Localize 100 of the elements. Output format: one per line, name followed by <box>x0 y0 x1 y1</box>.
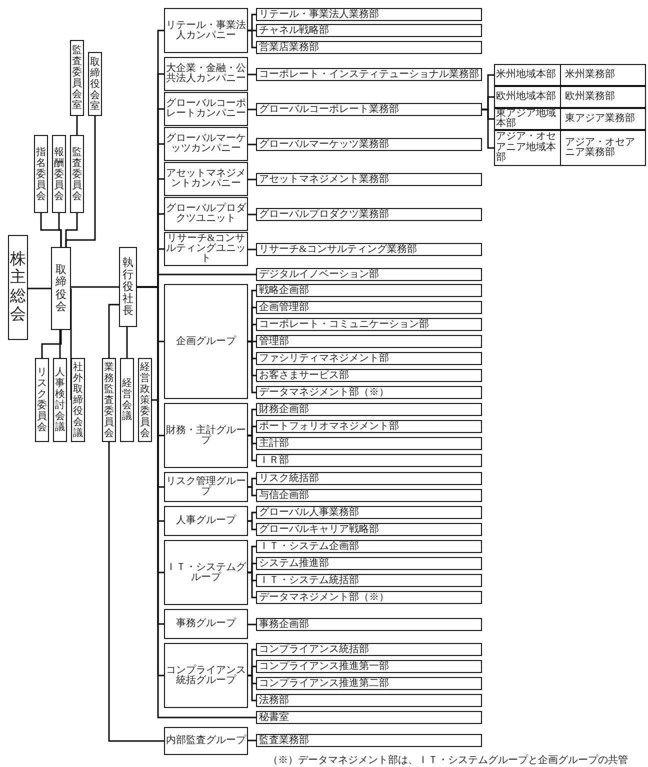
box-label: リサーチ&コンサルティング業務部 <box>258 244 417 254</box>
box-label: リスク委員会 <box>37 367 47 433</box>
committee-box <box>35 358 49 442</box>
board-box <box>51 247 71 330</box>
connector-line <box>41 330 62 358</box>
box-label: コンプライアンス推進第一部 <box>258 662 389 672</box>
box-label: ＩＴ・システム企画部 <box>258 542 359 552</box>
box-label: コンプライアンス推進第二部 <box>258 678 389 688</box>
department-box <box>256 369 482 382</box>
department-box <box>256 660 482 673</box>
table-cell: アジア・オセアニア地域本部 <box>495 131 561 165</box>
box-label: デジタルイノベーション部 <box>258 270 379 280</box>
connector-line <box>248 248 256 250</box>
department-box <box>256 68 482 81</box>
division-box <box>164 727 248 755</box>
connector-line <box>248 624 256 626</box>
division-box <box>164 540 248 605</box>
committee-box <box>102 358 116 442</box>
connector-line <box>248 214 256 216</box>
box-label: 指名委員会 <box>36 146 46 202</box>
division-box <box>164 57 248 91</box>
box-label: 財務・主計グループ <box>165 426 247 446</box>
department-box <box>256 284 482 297</box>
box-label: 人事検討会議 <box>55 367 65 433</box>
box-label: 経営会議 <box>122 378 132 422</box>
box-label: 企画グループ <box>176 336 236 346</box>
department-box <box>256 618 482 631</box>
box-label: ＩＴ・システム統括部 <box>258 576 359 586</box>
box-label: コーポレート・インスティテューショナル業務部 <box>258 70 479 80</box>
connector-line <box>248 572 256 598</box>
box-label: コーポレート・コミュニケーション部 <box>258 320 429 330</box>
committee-box <box>70 40 84 116</box>
department-box <box>256 437 482 450</box>
table-row <box>494 108 646 130</box>
department-box <box>256 677 482 690</box>
box-label: 秘書室 <box>258 712 289 722</box>
table-row <box>494 86 646 108</box>
connector-line <box>248 674 256 702</box>
connector-line <box>126 327 128 358</box>
box-label: 大企業・金融・公共法人カンパニー <box>165 64 247 84</box>
department-box <box>256 352 482 365</box>
connector-line <box>248 520 256 530</box>
table-cell-text: 欧州業務部 <box>564 90 616 104</box>
department-box <box>256 540 482 553</box>
box-label: 社外取締役会議 <box>73 362 83 438</box>
department-box <box>256 208 482 221</box>
box-label: リスク管理グループ <box>165 477 247 497</box>
box-label: 監査委員会室 <box>72 45 82 111</box>
connector-line <box>248 178 256 180</box>
connector-line <box>248 74 256 76</box>
division-box <box>164 403 248 468</box>
department-box <box>256 489 482 502</box>
division-box <box>164 162 248 196</box>
department-box <box>256 8 482 21</box>
department-box <box>256 138 482 151</box>
connector-line <box>248 486 256 496</box>
meeting-box <box>8 235 28 340</box>
connector-line <box>248 108 256 110</box>
division-box <box>164 472 248 502</box>
table-cell-text: 東アジア業務部 <box>564 112 636 126</box>
box-label: データマネジメント部（※） <box>258 388 389 398</box>
box-label: リスク統括部 <box>258 474 319 484</box>
department-box <box>256 103 482 116</box>
box-label: 取締役会室 <box>90 56 100 112</box>
department-box <box>256 173 482 186</box>
committee-box <box>71 358 85 442</box>
table-row <box>494 64 646 86</box>
department-box <box>256 420 482 433</box>
committee-box <box>70 135 84 213</box>
division-box <box>164 609 248 639</box>
box-label: アセットマネジメントカンパニー <box>165 169 247 189</box>
department-box <box>256 41 482 54</box>
connector-line <box>108 442 164 742</box>
box-label: リサーチ&コンサルティングユニット <box>165 234 247 264</box>
box-label: グローバルコーポレートカンパニー <box>165 99 247 119</box>
box-label: 主計部 <box>258 438 289 448</box>
connector-line <box>65 116 96 247</box>
box-label: システム推進部 <box>258 558 329 568</box>
committee-box <box>34 135 48 213</box>
table-row <box>494 130 646 166</box>
box-label: データマネジメント部（※） <box>258 592 389 602</box>
connector-line <box>248 340 256 394</box>
box-label: リテール・事業法人業務部 <box>258 10 379 20</box>
box-label: チャネル戦略部 <box>258 26 329 36</box>
table-cell-text: アジア・オセアニア業務部 <box>564 136 636 160</box>
box-label: ポートフォリオマネジメント部 <box>258 422 399 432</box>
division-box <box>164 506 248 536</box>
committee-box <box>52 135 66 213</box>
table-cell-text: 米州業務部 <box>564 68 616 82</box>
connector-line <box>76 116 78 135</box>
department-box <box>256 523 482 536</box>
division-box <box>164 92 248 126</box>
department-box <box>256 403 482 416</box>
department-box <box>256 268 482 281</box>
box-label: 財務企画部 <box>258 404 309 414</box>
box-label: コンプライアンス統括グループ <box>165 666 247 686</box>
division-box <box>164 197 248 231</box>
department-box <box>256 557 482 570</box>
department-box <box>256 643 482 656</box>
division-box <box>164 284 248 399</box>
